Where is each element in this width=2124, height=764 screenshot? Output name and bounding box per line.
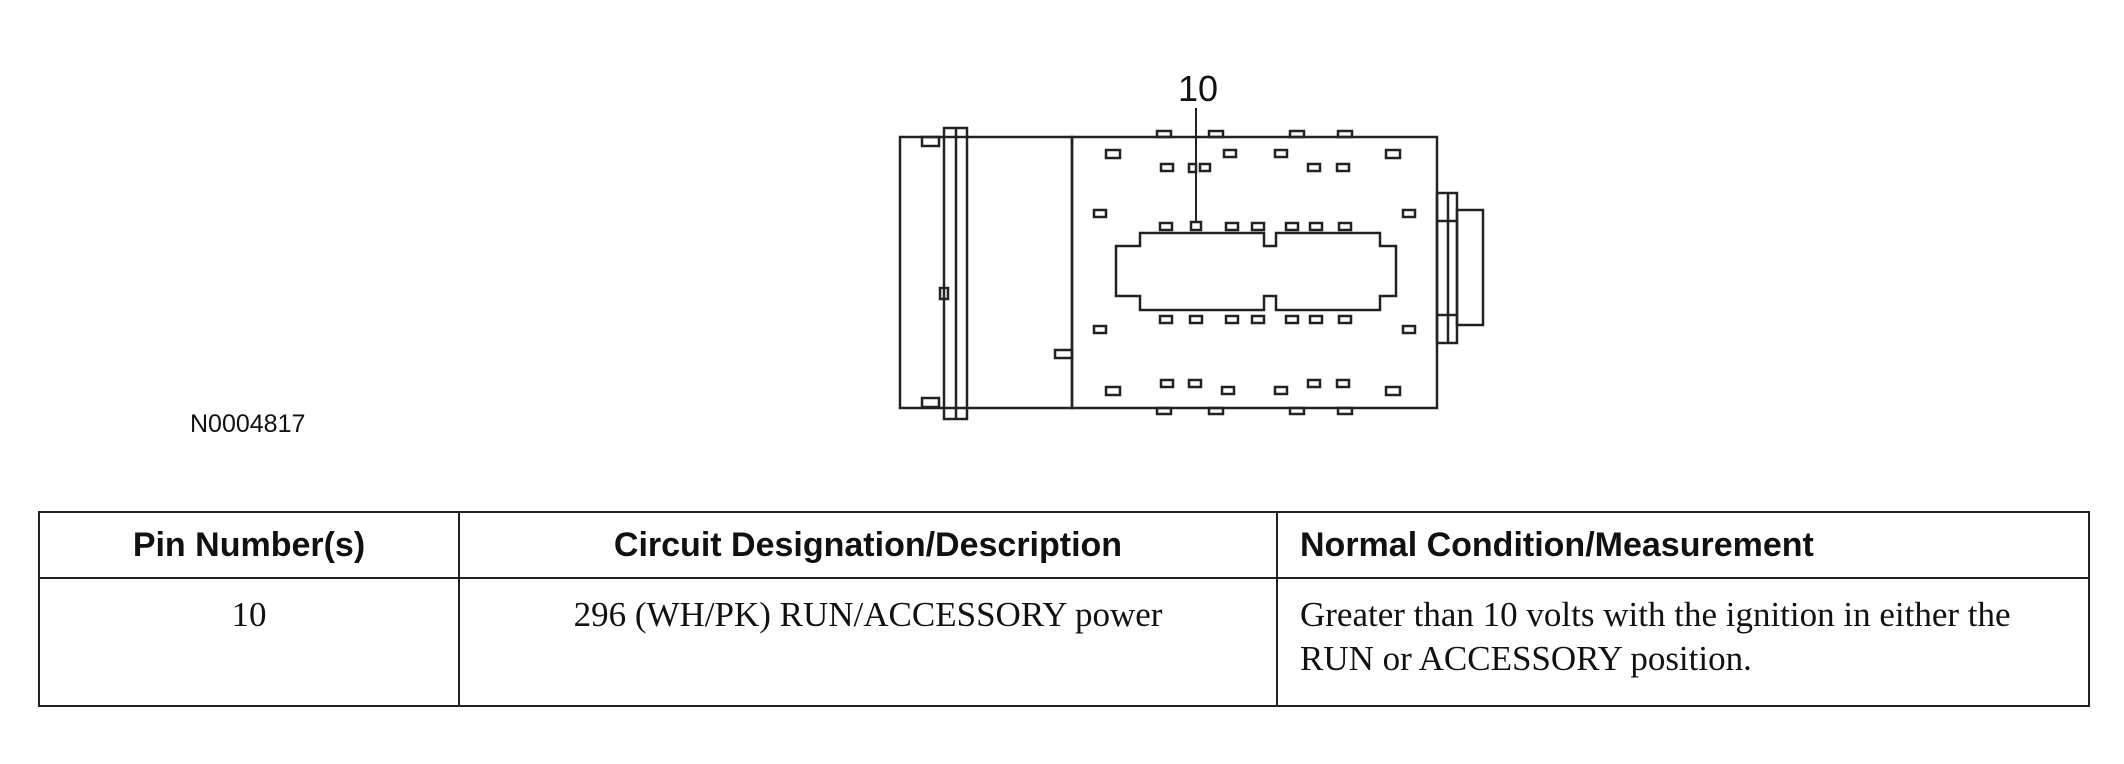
- cell-circuit-description: 296 (WH/PK) RUN/ACCESSORY power: [458, 577, 1278, 707]
- terminal-row-1: [1104, 148, 1402, 174]
- connector-left-housing: [898, 135, 1074, 410]
- connector-latch: [1435, 191, 1485, 345]
- connector-key-channel: [1114, 231, 1398, 312]
- figure-id: N0004817: [190, 410, 306, 438]
- connector-face: [1070, 135, 1439, 410]
- table-header-row: Pin Number(s) Circuit Designation/Descri…: [38, 511, 2090, 579]
- terminal-row-2: [1092, 208, 1417, 232]
- column-header-condition: Normal Condition/Measurement: [1276, 511, 2090, 579]
- table-row: 10 296 (WH/PK) RUN/ACCESSORY power Great…: [38, 577, 2090, 707]
- terminal-row-4: [1104, 378, 1402, 397]
- pin-callout-label: 10: [1177, 68, 1219, 109]
- terminal-row-3: [1092, 314, 1417, 335]
- pinout-table: Pin Number(s) Circuit Designation/Descri…: [38, 511, 2090, 707]
- terminal-pin-10: [1189, 220, 1203, 232]
- column-header-pin: Pin Number(s): [38, 511, 460, 579]
- column-header-circuit: Circuit Designation/Description: [458, 511, 1278, 579]
- cell-pin-number: 10: [38, 577, 460, 707]
- cell-normal-condition: Greater than 10 volts with the ignition …: [1276, 577, 2090, 707]
